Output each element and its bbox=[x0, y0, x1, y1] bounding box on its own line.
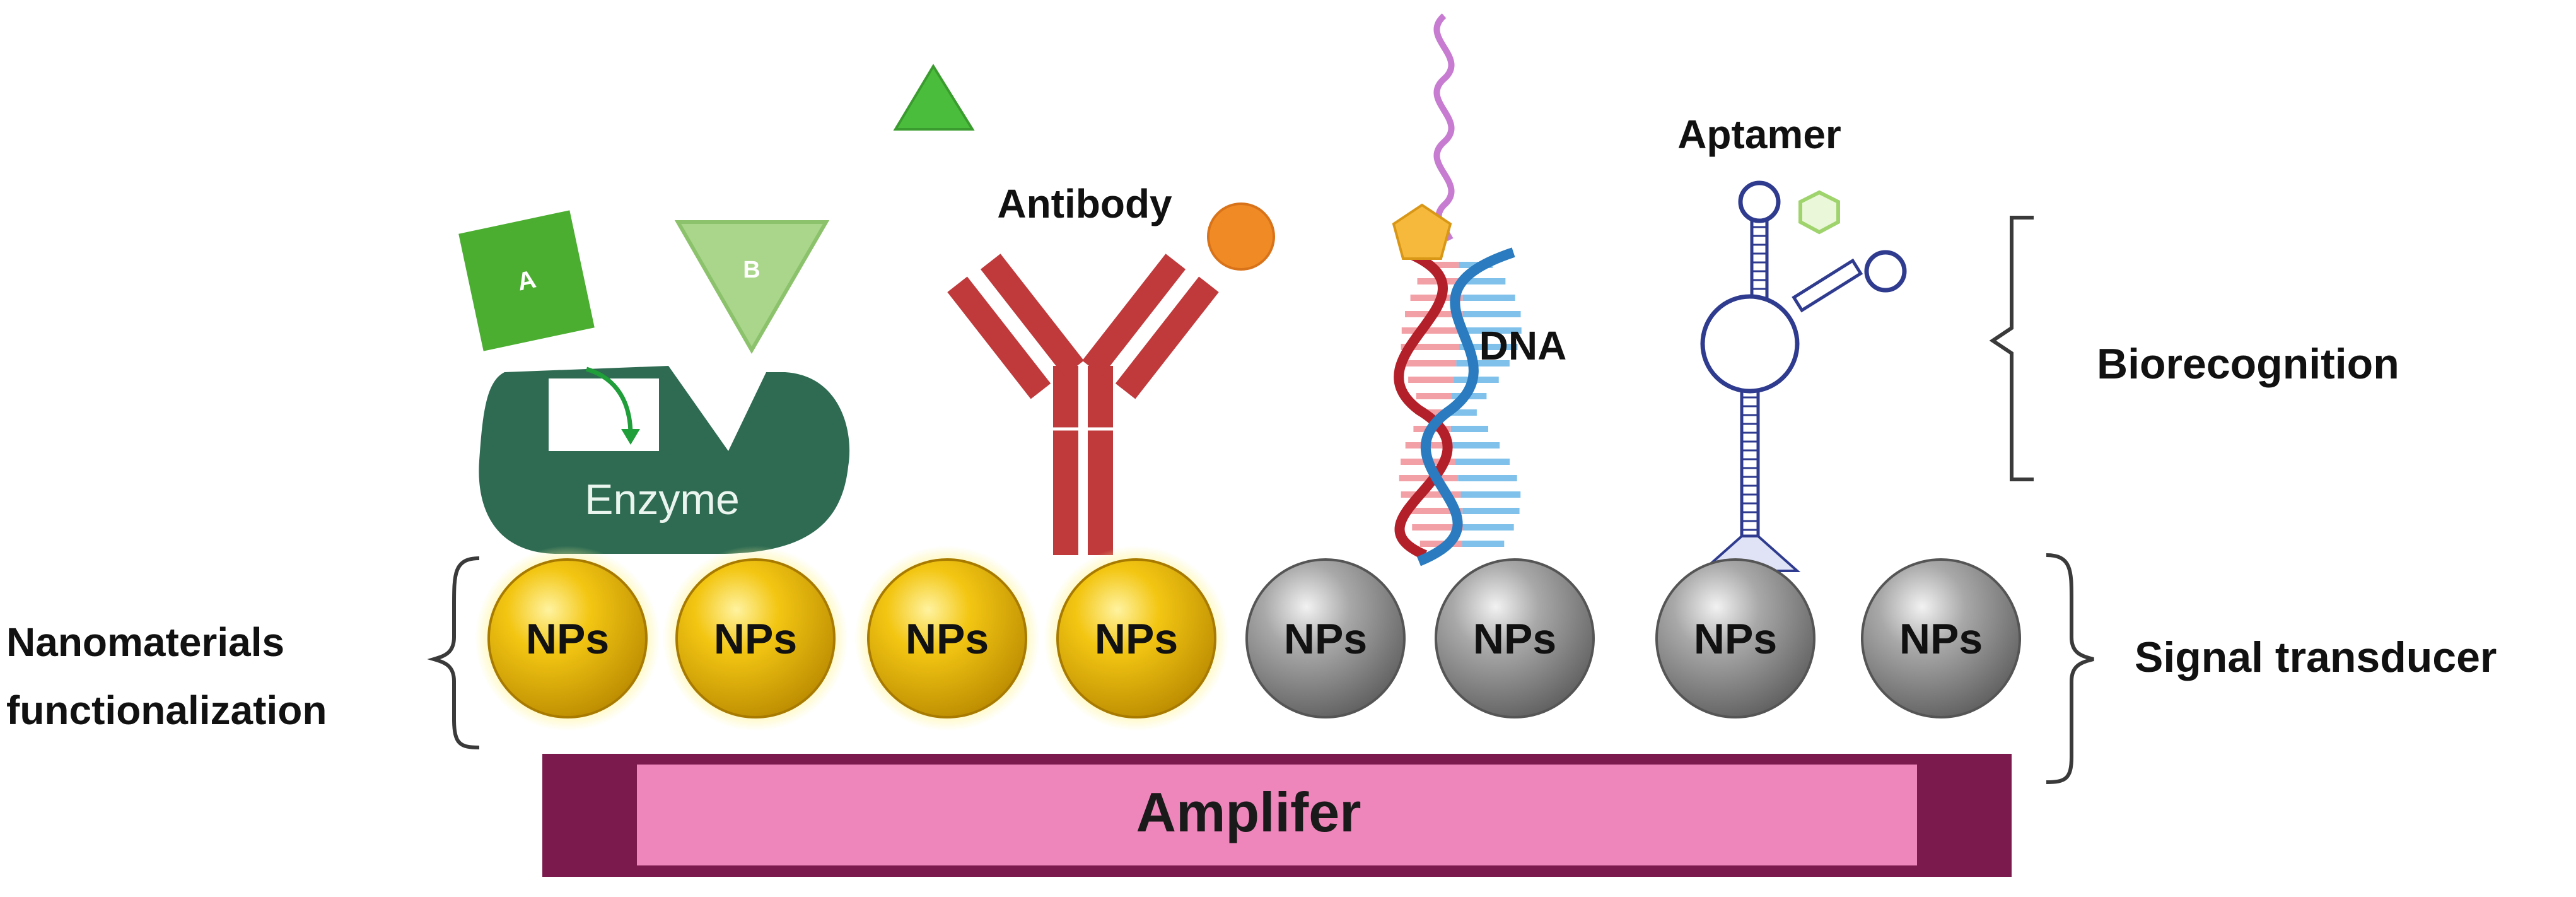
nanoparticle-sphere bbox=[867, 558, 1027, 718]
substrate-b: B bbox=[674, 220, 830, 354]
nanoparticle-8: NPs bbox=[1861, 558, 2021, 718]
nanoparticle-1: NPs bbox=[475, 546, 660, 731]
dna-group: DNA bbox=[1392, 13, 1567, 566]
dna-label: DNA bbox=[1479, 323, 1567, 368]
aptamer-group: Aptamer bbox=[1677, 112, 1907, 572]
biorecognition-label: Biorecognition bbox=[2097, 340, 2399, 388]
signal-transducer-brace bbox=[2046, 553, 2094, 784]
aptamer-target-hexagon bbox=[1798, 190, 1840, 235]
antibody-stem-left bbox=[1053, 366, 1078, 555]
nanoparticle-sphere bbox=[1655, 558, 1815, 718]
aptamer-top-rungs bbox=[1752, 226, 1767, 290]
aptamer-bottom-stem bbox=[1740, 389, 1760, 538]
nanomaterials-label-line2: functionalization bbox=[6, 688, 327, 733]
nanoparticle-5: NPs bbox=[1245, 558, 1406, 718]
substrate-b-shape bbox=[674, 220, 830, 354]
nanoparticle-label: NPs bbox=[1284, 615, 1367, 663]
antibody-stem-right bbox=[1088, 366, 1113, 555]
nanomaterials-brace bbox=[427, 556, 480, 749]
nanoparticle-sphere bbox=[1861, 558, 2021, 718]
nanoparticle-label: NPs bbox=[526, 615, 609, 663]
antibody-group: Antibody bbox=[947, 181, 1275, 555]
nanoparticle-label: NPs bbox=[1694, 615, 1777, 663]
signal-transducer-label: Signal transducer bbox=[2135, 633, 2497, 681]
nanoparticle-sphere bbox=[1056, 558, 1216, 718]
nanoparticle-row: NPs NPs NPs NPs NPs NPs NPs NPs bbox=[475, 546, 2021, 731]
aptamer-label: Aptamer bbox=[1677, 112, 1841, 157]
antibody-arm-left-inner bbox=[980, 254, 1084, 377]
nanoparticle-sphere bbox=[1245, 558, 1406, 718]
aptamer-side-loop bbox=[1864, 250, 1907, 293]
dna-ligand-pentagon bbox=[1392, 203, 1452, 260]
nanoparticle-label: NPs bbox=[1899, 615, 1983, 663]
antibody-arm-left-outer bbox=[947, 276, 1051, 399]
antibody-arm-right-inner bbox=[1082, 254, 1186, 377]
nanomaterials-label-line1: Nanomaterials bbox=[6, 619, 284, 665]
antigen-circle bbox=[1207, 202, 1275, 271]
amplifier-label: Amplifer bbox=[1136, 781, 1361, 843]
reaction-arrowhead bbox=[621, 429, 640, 445]
amplifier-inner bbox=[637, 765, 1917, 865]
nanoparticle-3: NPs bbox=[854, 546, 1040, 731]
dna-strand-red bbox=[1394, 247, 1453, 560]
dna-strand-blue bbox=[1416, 247, 1515, 566]
nanoparticle-label: NPs bbox=[1473, 615, 1556, 663]
substrate-a: A bbox=[458, 210, 595, 351]
nanoparticle-4: NPs bbox=[1044, 546, 1229, 731]
amplifier-bar: Amplifer bbox=[542, 754, 2012, 877]
aptamer-central-loop bbox=[1700, 294, 1800, 394]
enzyme-label: Enzyme bbox=[585, 476, 740, 524]
antibody-label: Antibody bbox=[997, 181, 1172, 226]
antibody-arm-right-outer bbox=[1115, 276, 1219, 399]
enzyme-active-site bbox=[549, 378, 659, 451]
biorecognition-bracket bbox=[1989, 216, 2034, 481]
enzyme-body bbox=[479, 366, 850, 554]
nanoparticle-sphere bbox=[1435, 558, 1595, 718]
analyte-triangle bbox=[893, 64, 975, 131]
nanoparticle-2: NPs bbox=[663, 546, 848, 731]
nanoparticle-6: NPs bbox=[1435, 558, 1595, 718]
nanoparticle-label: NPs bbox=[1095, 615, 1178, 663]
nanoparticle-7: NPs bbox=[1655, 558, 1815, 718]
reaction-arrow bbox=[585, 366, 633, 436]
substrate-a-shape bbox=[458, 210, 595, 351]
aptamer-side-stem bbox=[1792, 258, 1863, 313]
dna-tail bbox=[1433, 13, 1455, 242]
aptamer-bottom-rungs bbox=[1742, 396, 1758, 531]
nanoparticle-sphere bbox=[487, 558, 648, 718]
enzyme-group: Enzyme A B bbox=[458, 210, 850, 554]
nanoparticle-label: NPs bbox=[714, 615, 797, 663]
substrate-b-label: B bbox=[743, 257, 760, 283]
nanoparticle-sphere bbox=[675, 558, 836, 718]
aptamer-top-loop bbox=[1738, 180, 1781, 223]
nanoparticle-label: NPs bbox=[906, 615, 989, 663]
